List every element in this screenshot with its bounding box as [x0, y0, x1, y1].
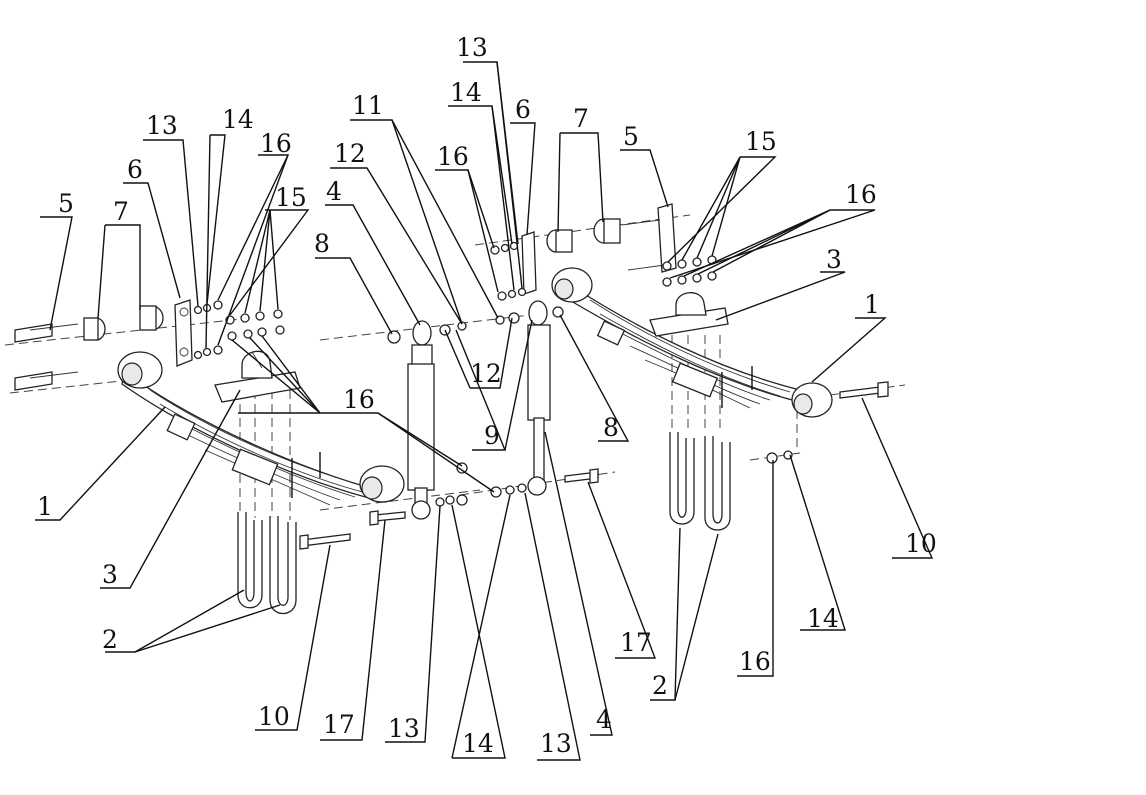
label-4-top: 4	[326, 177, 342, 206]
label-16-right-top: 16	[845, 180, 877, 209]
label-2-left: 2	[102, 625, 118, 654]
label-16-left-top: 16	[260, 129, 292, 158]
label-17-right: 17	[620, 628, 652, 657]
label-15-left: 15	[275, 183, 307, 212]
label-17-left: 17	[323, 710, 355, 739]
label-4-bottom: 4	[596, 705, 612, 734]
right-leaf-spring	[551, 267, 833, 418]
label-3-left: 3	[102, 560, 118, 589]
part-number-labels: 5 7 6 13 14 16 15 1 3 2 10 17 13 14 13 4…	[37, 33, 937, 758]
left-fasteners	[193, 300, 285, 360]
left-bump-stop	[214, 350, 301, 403]
label-13-bottom-right: 13	[540, 729, 572, 758]
label-11: 11	[352, 91, 384, 120]
label-14-top: 14	[450, 78, 482, 107]
label-13-top: 13	[456, 33, 488, 62]
label-3-right: 3	[826, 245, 842, 274]
label-1-right: 1	[864, 290, 880, 319]
label-16-top-center: 16	[437, 142, 469, 171]
label-5-left: 5	[58, 189, 74, 218]
label-14-left: 14	[222, 105, 254, 134]
leader-lines	[35, 61, 934, 761]
label-13-left: 13	[146, 111, 178, 140]
label-12-center: 12	[470, 359, 502, 388]
label-8-right: 8	[603, 413, 619, 442]
label-13-bottom-left: 13	[388, 714, 420, 743]
label-15-right: 15	[745, 127, 777, 156]
right-u-bolts	[669, 432, 731, 531]
label-14-bottom: 14	[462, 729, 494, 758]
label-14-right: 14	[807, 604, 839, 633]
label-10-left: 10	[258, 702, 290, 731]
label-9: 9	[484, 421, 500, 450]
center-fasteners	[387, 306, 599, 507]
shock-absorber-right	[527, 300, 551, 496]
label-16-right-bottom: 16	[739, 647, 771, 676]
right-shackle	[521, 203, 677, 295]
left-shackle	[14, 299, 193, 391]
label-6-right: 6	[515, 95, 531, 124]
label-5-right: 5	[623, 122, 639, 151]
right-fasteners	[490, 241, 889, 464]
label-12-top: 12	[334, 139, 366, 168]
label-7-right: 7	[573, 104, 589, 133]
left-bolts	[299, 510, 406, 550]
label-2-right: 2	[652, 671, 668, 700]
label-8-left: 8	[314, 229, 330, 258]
left-leaf-spring	[117, 351, 405, 506]
label-1-left: 1	[37, 492, 53, 521]
label-16-center: 16	[343, 385, 375, 414]
label-6-left: 6	[127, 155, 143, 184]
label-7-left: 7	[113, 197, 129, 226]
shock-absorber-left	[407, 320, 435, 520]
left-u-bolts	[237, 512, 297, 615]
label-10-right: 10	[905, 529, 937, 558]
